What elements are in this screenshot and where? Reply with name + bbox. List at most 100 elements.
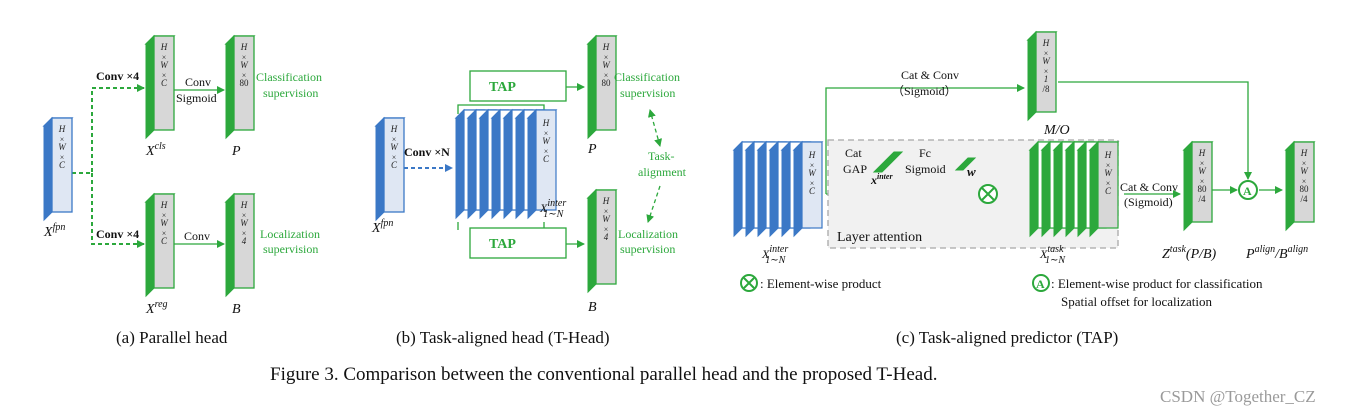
c-mo-block: H×W×1/8 <box>1026 30 1058 122</box>
c-align-block-face <box>1293 141 1315 223</box>
legend-align-text-line2: Spatial offset for localization <box>1061 294 1213 309</box>
c-z-block-side <box>1183 140 1193 232</box>
c-z-block-dim-3: × <box>1200 177 1205 186</box>
c-task-stack-dim-4: C <box>1105 186 1112 196</box>
a-fpn-label-main: X <box>43 225 53 240</box>
b-b-block-side <box>587 188 597 294</box>
panel-b-cls-supervision-line2: supervision <box>620 86 675 100</box>
panel-b: Conv ×N TAP TAP Classification supervisi… <box>396 70 687 347</box>
c-mo-label: M/O <box>1043 123 1070 138</box>
b-p-block-dim-0: H <box>602 42 610 52</box>
c-inter-stack-layer-side-4 <box>781 140 791 238</box>
panel-a-cls-supervision-line2: supervision <box>263 86 318 100</box>
a-cls-block-face <box>153 35 175 131</box>
c-mo-block-side <box>1027 30 1037 122</box>
c-z-label-main: Z <box>1162 247 1170 262</box>
c-mo-block-dim-2: W <box>1042 56 1051 66</box>
c-inter-label-sub: 1∼N <box>765 255 786 266</box>
a-b-block-side <box>225 192 235 298</box>
a-cls-label-sup: cls <box>155 141 166 152</box>
c-mo-block-dim-0: H <box>1042 38 1050 48</box>
a-b-block-dim-4: 4 <box>242 236 247 246</box>
c-z-label-tail: (P/B) <box>1186 247 1217 262</box>
c-align-icon <box>1238 180 1258 200</box>
b-inter-label-sub: 1∼N <box>543 209 564 220</box>
legend-align-text-line1: : Element-wise product for classificatio… <box>1051 276 1263 291</box>
panel-a-conv4-top-label: Conv ×4 <box>96 69 139 83</box>
panel-c-catconv-top-line1: Cat & Conv <box>901 68 959 82</box>
a-b-block-dim-1: × <box>242 211 247 220</box>
c-task-stack-layer-side-2 <box>1053 140 1063 238</box>
c-inter-stack-layer-face-5 <box>801 141 823 229</box>
b-inter-stack-dim-4: C <box>543 154 550 164</box>
c-task-stack-dim-2: W <box>1104 168 1113 178</box>
a-cls-block-dim-4: C <box>161 78 168 88</box>
b-p-block-dim-1: × <box>604 53 609 62</box>
c-task-label-sup: task <box>1047 244 1064 255</box>
figure-caption: Figure 3. Comparison between the convent… <box>270 364 937 385</box>
panel-c-fc-label: Fc <box>919 146 931 160</box>
b-p-label: P <box>587 142 597 157</box>
c-task-label-main: X <box>1039 247 1048 261</box>
c-inter-stack-layer-side-3 <box>769 140 779 238</box>
c-inter-label-main: X <box>761 247 770 261</box>
a-reg-block-dim-2: W <box>160 218 169 228</box>
c-mo-block-face <box>1035 31 1057 113</box>
a-p-label: P <box>231 144 241 159</box>
panel-b-task-line1: Task- <box>648 149 674 163</box>
a-cls-block-dim-3: × <box>162 71 167 80</box>
a-b-block-face <box>233 193 255 289</box>
c-inter-stack: H×W×C <box>732 140 824 238</box>
c-inter-stack-dim-1: × <box>810 161 815 170</box>
c-inter-stack-dim-0: H <box>808 150 816 160</box>
b-inter-stack-dim-1: × <box>544 129 549 138</box>
legend-align: A : Element-wise product for classificat… <box>1032 274 1263 309</box>
panel-a-conv4-bottom-label: Conv ×4 <box>96 227 139 241</box>
c-multiply-cross <box>981 187 995 201</box>
c-z-block-dim-4: 80 <box>1198 184 1208 194</box>
panel-c-w-label: w <box>967 164 976 179</box>
b-b-block-dim-1: × <box>604 207 609 216</box>
c-align-icon-letter: A <box>1243 184 1252 198</box>
b-fpn-block-dim-0: H <box>390 124 398 134</box>
b-b-block-dim-2: W <box>602 214 611 224</box>
c-mo-label-main: M/O <box>1043 123 1070 138</box>
a-p-block-dim-4: 80 <box>240 78 250 88</box>
b-p-block-dim-3: × <box>604 71 609 80</box>
b-fpn-block-face <box>383 117 405 213</box>
b-task-align-up <box>648 109 662 147</box>
c-task-stack-layer-side-1 <box>1041 140 1051 238</box>
c-inter-stack-dim-4: C <box>809 186 816 196</box>
c-align-block-dim-0: H <box>1300 148 1308 158</box>
c-align-block: H×W×80/4 <box>1284 140 1316 232</box>
panel-c-catconv-top-line2: （Sigmoid） <box>892 84 957 98</box>
c-align-label: Palign/Balign <box>1245 244 1308 262</box>
c-z-block: H×W×80/4 <box>1182 140 1214 232</box>
b-p-block-side <box>587 34 597 140</box>
b-fpn-block-dim-4: C <box>391 160 398 170</box>
a-p-label-main: P <box>231 144 241 159</box>
c-mo-block-dim-1: × <box>1044 49 1049 58</box>
c-z-block-dim-2: W <box>1198 166 1207 176</box>
panel-c-catconv-mid-line2: (Sigmoid) <box>1124 195 1173 209</box>
a-cls-block-dim-2: W <box>160 60 169 70</box>
c-task-stack-layer-side-0 <box>1029 140 1039 238</box>
c-align-block-dim-1: × <box>1302 159 1307 168</box>
c-task-label-sub: 1∼N <box>1045 255 1066 266</box>
c-z-label: Ztask(P/B) <box>1162 244 1217 262</box>
a-reg-block-dim-1: × <box>162 211 167 220</box>
c-task-stack: H×W×C <box>1028 140 1120 238</box>
b-p-block-dim-2: W <box>602 60 611 70</box>
a-cls-label-main: X <box>145 144 155 159</box>
a-fpn-block-dim-2: W <box>58 142 67 152</box>
b-b-block-dim-0: H <box>602 196 610 206</box>
c-task-stack-dim-0: H <box>1104 150 1112 160</box>
a-cls-block-dim-0: H <box>160 42 168 52</box>
legend-align-icon <box>1032 274 1050 292</box>
c-inter-stack-dim-3: × <box>810 179 815 188</box>
c-z-block-dim-0: H <box>1198 148 1206 158</box>
a-branch-top <box>72 84 145 174</box>
c-align-label-sup: align <box>1255 244 1276 255</box>
